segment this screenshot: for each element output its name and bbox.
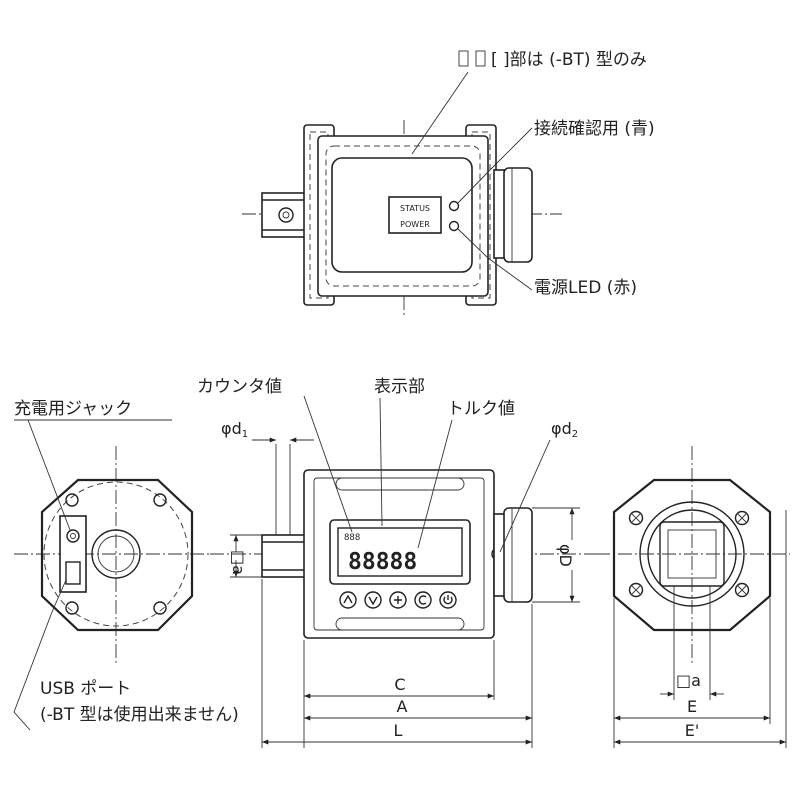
drive-pin [278,207,294,223]
display-window [329,519,471,585]
connection-confirm-label: 接続確認用 (青) [534,119,655,139]
front-view: 888 88888 [210,469,610,639]
down-arrow-icon[interactable] [364,591,382,609]
square-drive-socket [659,521,725,587]
display-label: 表示部 [374,377,425,397]
counter-digits: 888 [344,533,360,543]
phi-D-dim: φD [556,544,575,567]
square-a-front-dim: □a [229,550,248,575]
torque-digits: 88888 [348,549,417,575]
right-end-view [596,446,790,664]
front-view-callouts: カウンタ値 表示部 トルク値 [197,377,515,549]
memory-icon[interactable] [389,591,407,609]
power-led-icon [448,220,460,232]
right-end-screws [628,510,750,598]
left-end-callouts: 充電用ジャック USB ポート (-BT 型は使用出来ません) [13,399,239,731]
lcd-screen [337,527,463,577]
L-dim: L [394,721,403,740]
socket-front [503,507,533,603]
power-icon[interactable] [439,591,457,609]
counter-value-label: カウンタ値 [197,377,282,397]
charging-jack-icon [66,529,80,543]
usb-port-label: USB ポート [40,679,131,699]
port-panel [59,515,87,593]
power-led-label: 電源LED (赤) [534,278,637,298]
button-row [339,591,457,609]
left-end-view [14,446,210,664]
left-end-octagon [40,478,194,632]
C-dim: C [394,675,405,694]
status-line-1: STATUS [400,204,430,213]
clear-icon[interactable] [414,591,432,609]
bt-only-note: [ ]部は (-BT) 型のみ [491,50,647,70]
left-end-bore [91,529,141,579]
right-end-octagon [612,478,772,632]
connection-led-icon [448,200,460,212]
front-view-dimensions: φd1 φd2 □a φD C A L [221,419,580,748]
right-end-dimensions: □a E E' [613,510,787,748]
E-prime-dim: E' [685,721,700,740]
top-view-callouts: [ ]部は (-BT) 型のみ 接続確認用 (青) 電源LED (赤) [411,50,655,298]
top-view: STATUS POWER [242,120,562,318]
up-arrow-icon[interactable] [339,591,357,609]
charging-jack-label: 充電用ジャック [14,399,132,419]
phi-d2-dim: φd2 [551,419,578,440]
torque-value-label: トルク値 [447,399,515,419]
status-line-2: POWER [400,220,430,229]
right-end-ring [639,501,745,607]
bt-only-leader [411,71,469,155]
E-dim: E [687,697,697,716]
square-a-right-dim: □a [676,671,701,690]
left-end-screws [65,493,167,615]
phi-d1-dim: φd1 [221,419,248,440]
usb-port-icon [65,561,81,585]
status-display [388,196,442,234]
A-dim: A [397,697,408,716]
socket-top [503,167,533,263]
usb-note-label: (-BT 型は使用出来ません) [40,704,239,725]
